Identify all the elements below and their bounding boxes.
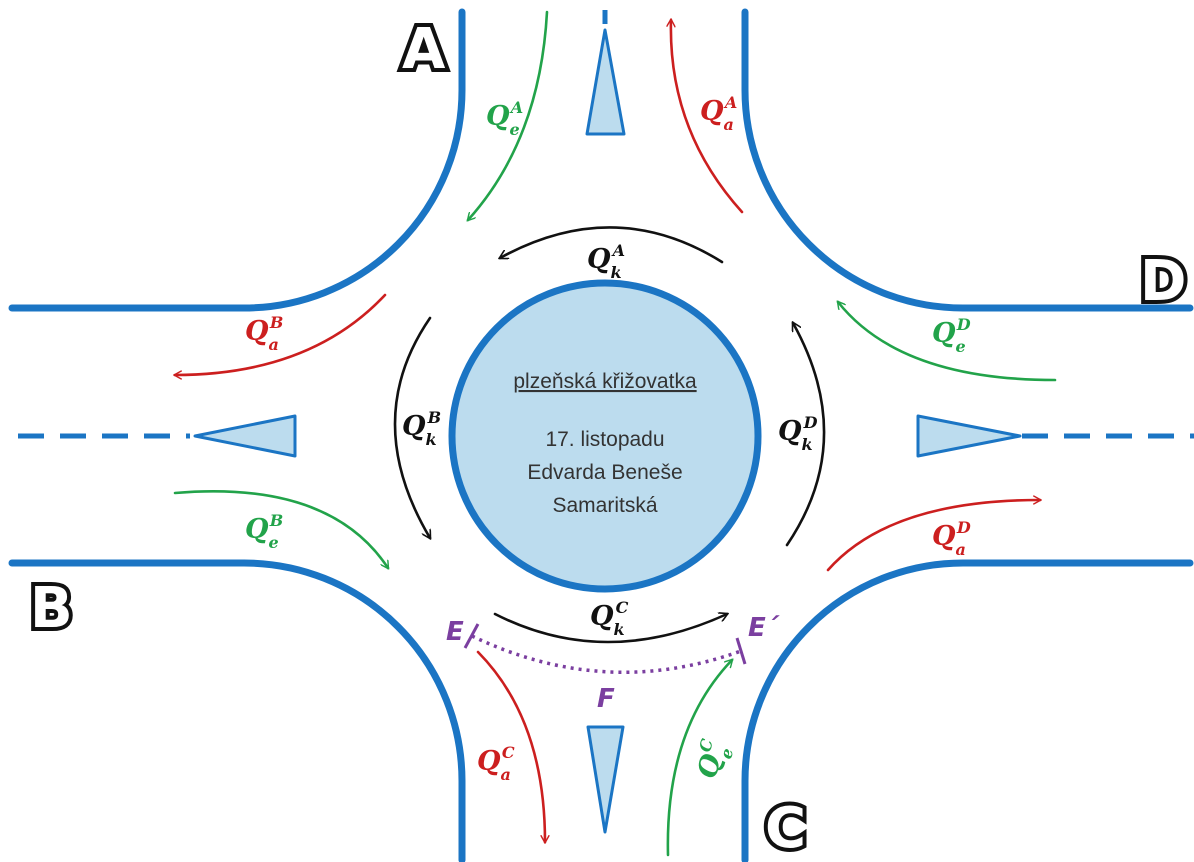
exit-arrow-a bbox=[671, 20, 744, 214]
flow-label-exit-d: QaD bbox=[932, 518, 971, 559]
flow-label-exit-b: QaB bbox=[245, 313, 283, 354]
flow-label-entry-c: QeC bbox=[689, 737, 738, 784]
conflict-label-e-prime: E´ bbox=[748, 613, 781, 643]
road-edges bbox=[8, 8, 1194, 862]
flow-label-entry-d: QeD bbox=[932, 315, 971, 356]
conflict-zone: E E´ F bbox=[446, 613, 781, 714]
circulating-arrow-c bbox=[493, 614, 727, 644]
conflict-tick-e bbox=[463, 623, 480, 649]
center-street-2: Edvarda Beneše bbox=[527, 461, 682, 484]
flow-label-entry-a: QeA bbox=[486, 98, 523, 139]
splitter-island-right bbox=[916, 414, 1022, 458]
flow-label-entry-b: QeB bbox=[245, 511, 283, 552]
flow-label-circ-c: QkC bbox=[590, 598, 629, 639]
center-title: plzeňská křižovatka bbox=[513, 370, 697, 393]
entry-arrow-a bbox=[468, 10, 549, 220]
splitter-island-top bbox=[585, 28, 626, 136]
road-edge-bottom-left bbox=[8, 559, 466, 862]
arm-label-c: C bbox=[765, 796, 806, 861]
flow-label-exit-a: QaA bbox=[700, 93, 737, 134]
exit-arrow-d bbox=[826, 500, 1040, 572]
conflict-arc bbox=[471, 634, 742, 674]
center-street-1: 17. listopadu bbox=[545, 428, 664, 451]
exit-flows bbox=[175, 20, 1040, 842]
splitter-islands bbox=[193, 28, 1022, 834]
exit-arrow-c bbox=[476, 650, 545, 842]
arm-label-d: D bbox=[1140, 249, 1186, 314]
circulating-arrow-b bbox=[393, 316, 430, 538]
conflict-label-e: E bbox=[446, 617, 464, 647]
flow-label-exit-c: QaC bbox=[477, 743, 515, 784]
exit-arrow-b bbox=[175, 293, 387, 375]
entry-arrow-b bbox=[173, 490, 388, 568]
central-island bbox=[448, 279, 762, 593]
flow-label-circ-a: QkA bbox=[587, 241, 625, 282]
arm-label-b: B bbox=[30, 576, 73, 641]
entry-arrow-c bbox=[666, 660, 732, 857]
splitter-island-left bbox=[193, 414, 297, 458]
road-edge-bottom-right bbox=[741, 559, 1194, 862]
road-edge-top-right bbox=[741, 8, 1194, 312]
circulating-flows bbox=[393, 226, 826, 644]
arm-labels: A B C D bbox=[26, 13, 1190, 862]
flow-label-circ-d: QkD bbox=[778, 413, 818, 454]
circulating-arrow-a bbox=[500, 226, 724, 264]
circulating-arrow-d bbox=[785, 323, 826, 547]
arm-label-a: A bbox=[402, 17, 446, 82]
road-edge-top-left bbox=[8, 8, 466, 312]
center-street-3: Samaritská bbox=[552, 494, 657, 517]
conflict-tick-e-prime bbox=[735, 637, 747, 665]
splitter-island-bottom bbox=[586, 725, 625, 834]
conflict-label-f: F bbox=[597, 684, 615, 714]
flow-label-circ-b: QkB bbox=[402, 408, 441, 449]
entry-arrow-d bbox=[838, 302, 1057, 382]
entry-flows bbox=[173, 10, 1057, 857]
